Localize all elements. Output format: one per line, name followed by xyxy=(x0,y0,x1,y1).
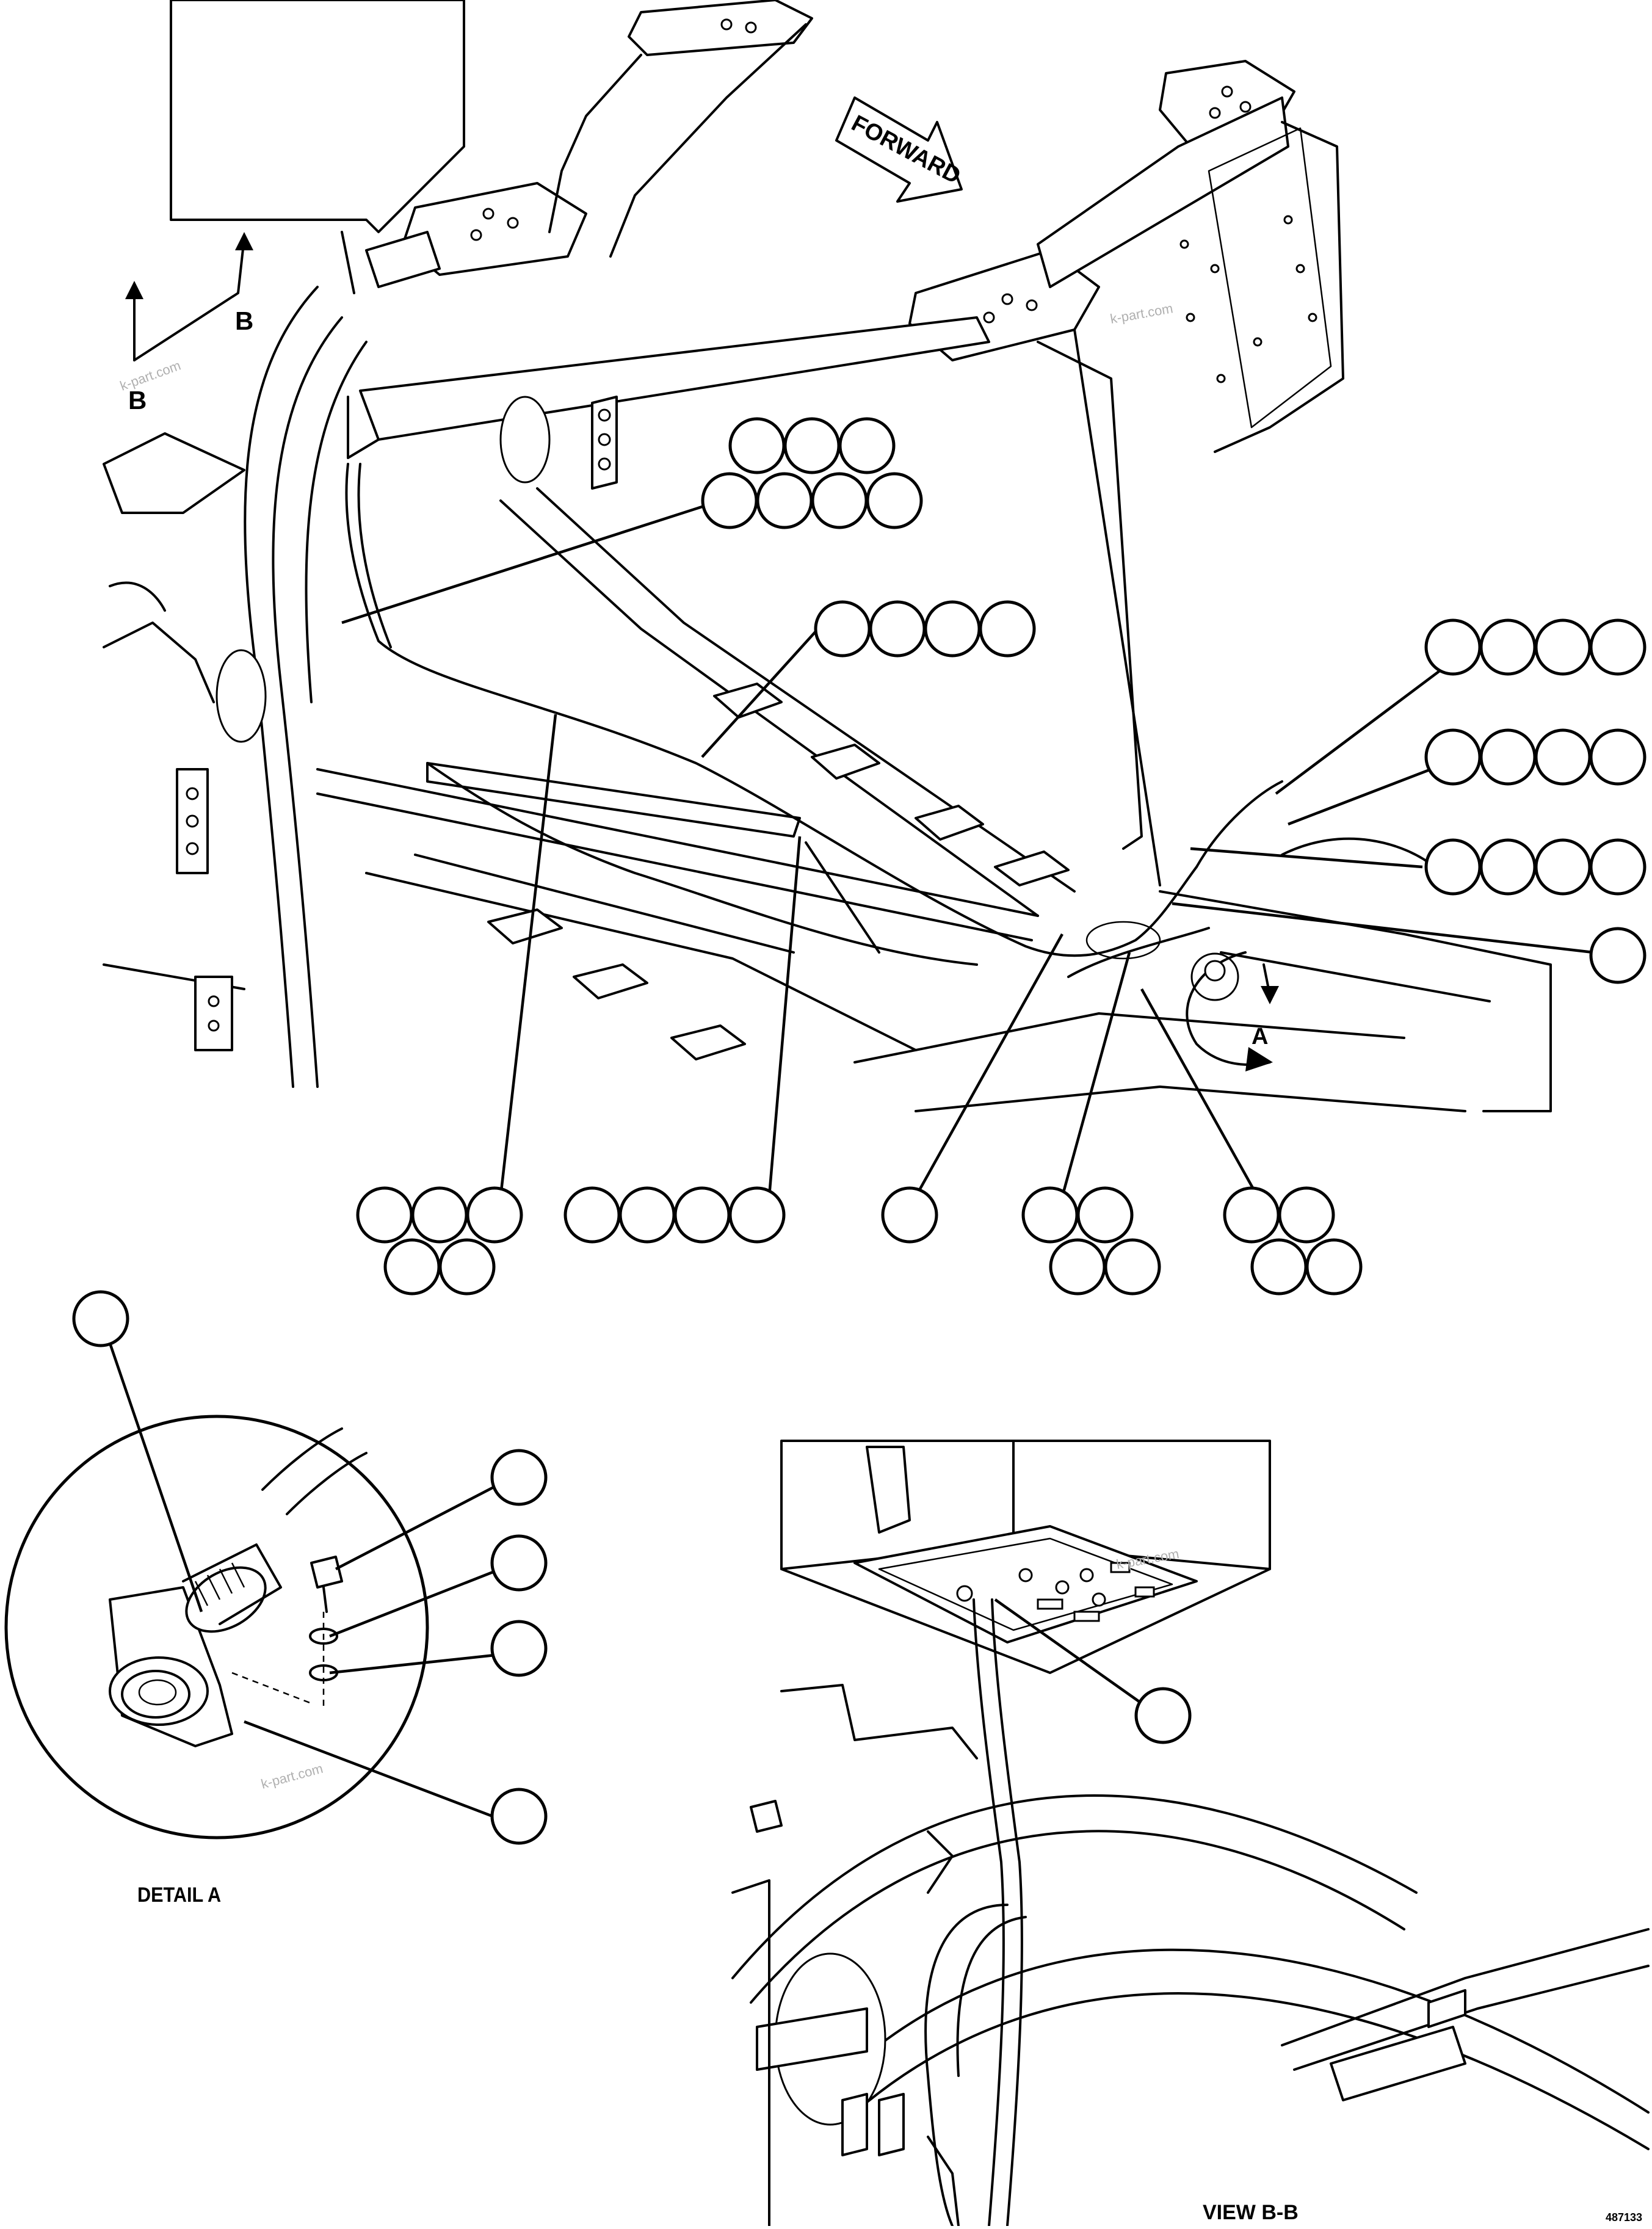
callout-group-7 xyxy=(356,1186,523,1296)
wheel-well-arch xyxy=(216,286,551,1088)
ladder-rail xyxy=(316,487,1076,1051)
fastener-stack xyxy=(231,1556,343,1709)
callout-group-2 xyxy=(814,600,1036,658)
left-fender xyxy=(103,432,245,1051)
callout-balloons xyxy=(356,417,1647,1296)
right-panel xyxy=(1179,127,1332,429)
detail-a-marker: A xyxy=(1186,951,1279,1071)
view-bb-caption: VIEW B-B xyxy=(1203,2201,1299,2224)
watermark-1: k-part.com xyxy=(118,358,183,394)
detail-a-callout-5 xyxy=(490,1788,548,1845)
view-letter-b-1: B xyxy=(235,306,253,335)
detail-a-callout-2 xyxy=(490,1449,548,1506)
main-view: B B FORWARD xyxy=(103,0,1594,1198)
callout-group-6 xyxy=(1589,927,1647,984)
callout-group-9 xyxy=(881,1186,938,1244)
detail-letter-a: A xyxy=(1252,1024,1268,1049)
upper-bracket xyxy=(591,396,618,490)
callout-group-8 xyxy=(563,1186,786,1244)
callout-group-3 xyxy=(1424,618,1647,676)
drawing-number: 487133 xyxy=(1606,2211,1642,2224)
callout-group-10 xyxy=(1021,1186,1161,1296)
control-box xyxy=(780,1440,1271,1674)
callout-group-11 xyxy=(1223,1186,1363,1296)
connector xyxy=(109,1543,282,1747)
main-leaders xyxy=(341,505,1594,1198)
watermark-2: k-part.com xyxy=(1109,300,1175,327)
detail-a: k-part.com DETAIL A xyxy=(4,1290,548,1907)
view-b-b: k-part.com VIEW B-B 487133 xyxy=(731,1440,1650,2227)
callout-group-1 xyxy=(701,417,923,529)
detail-a-callout-4 xyxy=(490,1620,548,1677)
cab-panel xyxy=(170,0,465,294)
wiring-harness xyxy=(345,463,1283,1001)
detail-a-callout-3 xyxy=(490,1534,548,1592)
forward-arrow: FORWARD xyxy=(835,96,965,203)
detail-a-caption: DETAIL A xyxy=(137,1883,221,1907)
steps xyxy=(487,683,1070,1060)
callout-group-5 xyxy=(1424,838,1647,896)
view-arrow-b: B B xyxy=(125,232,253,415)
view-bb-callout-1 xyxy=(1134,1687,1192,1744)
callout-group-4 xyxy=(1424,728,1647,786)
view-letter-b-2: B xyxy=(128,386,147,415)
detail-a-callout-1 xyxy=(72,1290,129,1347)
